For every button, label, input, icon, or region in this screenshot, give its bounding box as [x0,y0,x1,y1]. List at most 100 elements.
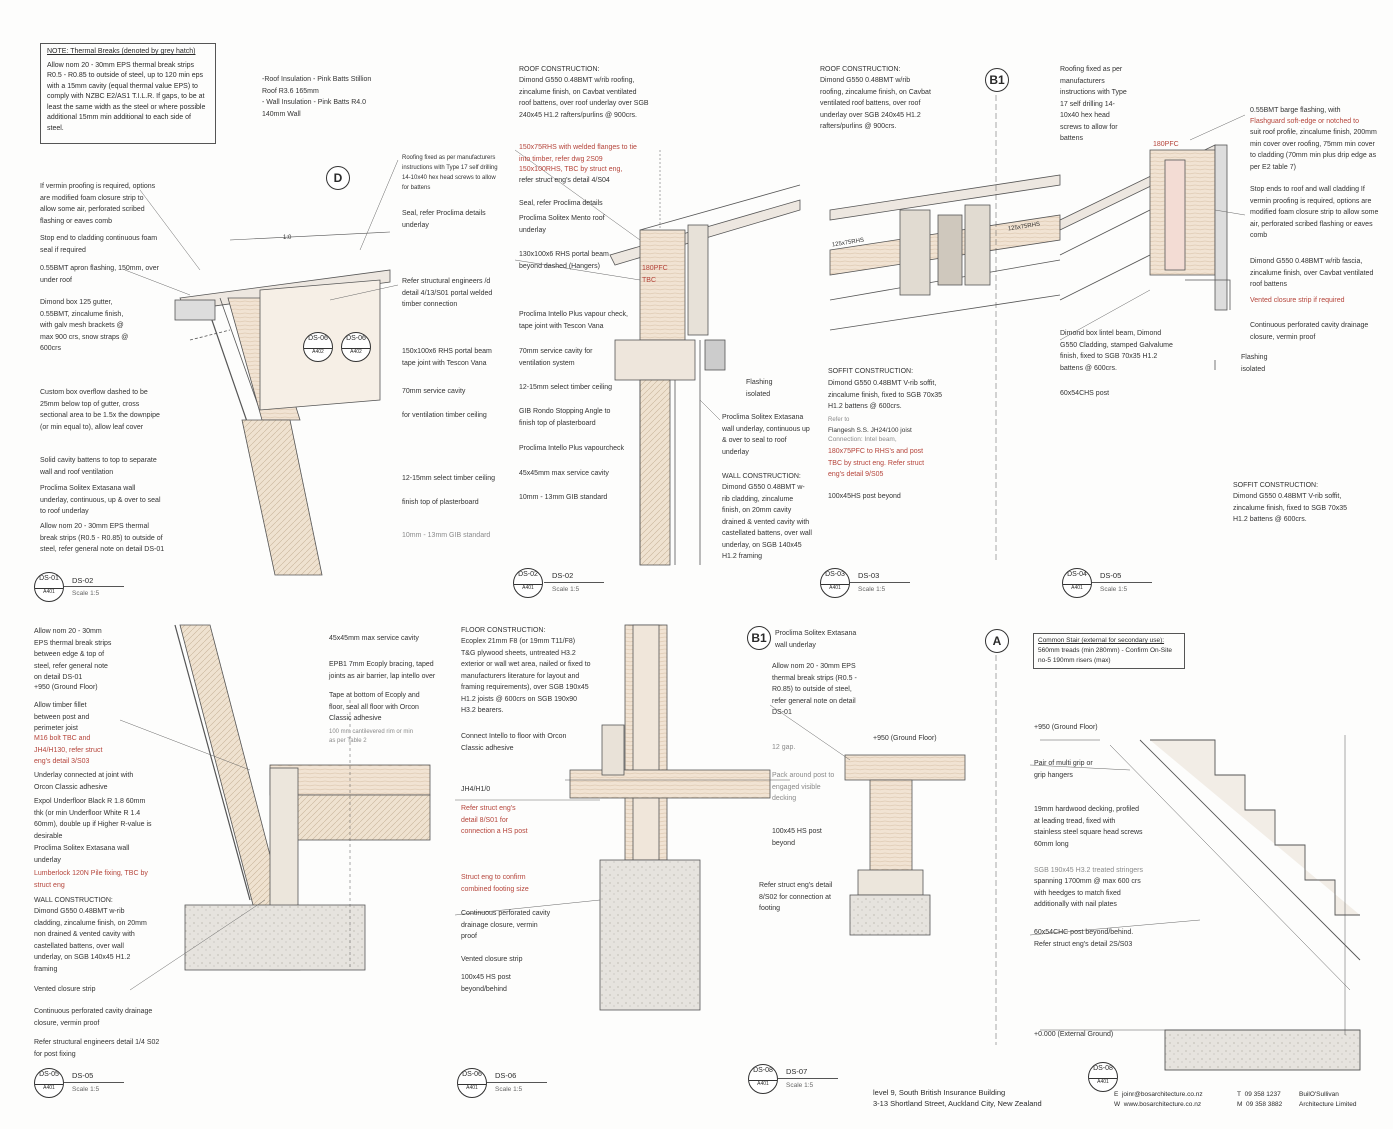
ds03-red-note: 150x100RHS, TBC by struct eng, [519,166,623,173]
title-rule [64,586,124,587]
ds02-label: Seal, refer Proclima details underlay [402,210,486,229]
ds06-floor: Ecoplex 21mm F8 (or 19mm T11/F8) T&G ply… [461,638,591,714]
ds03-label: Seal, refer Proclima details [519,200,603,207]
ds06-label: Vented closure strip [461,956,523,963]
b1-label: Expol Underfloor Black R 1.8 60mm thk (o… [34,798,152,840]
ds03-flashing: Flashing isolated [746,379,773,398]
ds07-label: Proclima Solitex Extasana wall underlay [775,630,857,649]
b1-label: 45x45mm max service cavity [329,635,419,642]
b1-label: +950 (Ground Floor) [34,684,98,691]
ds08-label: spanning 1700mm @ max 600 crs with heedg… [1034,878,1141,908]
b1-label: Proclima Solitex Extasana wall underlay [34,845,130,864]
ds02-label: Refer structural engineers /d detail 4/1… [402,278,493,308]
title-rule [1092,582,1152,583]
web-link[interactable]: www.bosarchitecture.co.nz [1123,1101,1202,1108]
ds07-label: 100x45 HS post beyond [772,828,822,847]
ds07-level: +950 (Ground Floor) [873,735,937,742]
insulation-line: - Wall Insulation - Pink Batts R4.0 [262,99,367,106]
ds02-label: 0.55BMT apron flashing, 150mm, over unde… [40,265,159,284]
ds07-drawing [844,655,997,1045]
ds03-drawing [609,150,801,566]
insulation-line: Roof R3.6 165mm [262,87,319,95]
ds08-label: SGB 190x45 H3.2 treated stringers [1034,867,1143,874]
ds02-label: for ventilation timber ceiling [402,412,487,419]
detail-tag-sheet: A401 [1063,584,1091,591]
detail-title: DS-06 [495,1071,517,1080]
ds02-label: Solid cavity battens to top to separate … [40,457,157,476]
ds05-label: Dimond box lintel beam, Dimond G550 Clad… [1060,330,1173,372]
ds03-label: 130x100x6 RHS portal beam beyond dashed … [519,251,609,270]
ds02-label: If vermin proofing is required, options … [40,183,156,225]
b1-note: 100 mm cantilevered rim or min as per Ta… [329,729,414,744]
detail-tag: DS-03 A401 [820,568,850,598]
email-label: E [1114,1091,1119,1098]
ds03-label: Proclima Solitex Mento roof underlay [519,215,605,234]
detail-tag-sheet: A401 [514,584,542,591]
b1-red-note: M16 bolt TBC and JH4/H130, refer struct … [34,735,103,765]
title-rule [850,582,910,583]
ds02-label: Custom box overflow dashed to be 25mm be… [40,389,160,431]
stair-spec-line: 560mm treads (min 280mm) - Confirm On-Si… [1038,647,1173,654]
address-line: level 9, South British Insurance Buildin… [873,1088,1006,1097]
b1-label: Underlay connected at joint with Orcon C… [34,772,134,791]
ds05-label: 60x54CHS post [1060,390,1110,397]
footer-phones: T 09 358 1237 M 09 358 3882 [1237,1090,1282,1110]
insulation-line: 140mm Wall [262,110,301,118]
ds02-dimension: 1:0 [283,235,292,241]
thermal-break-note: NOTE: Thermal Breaks (denoted by grey ha… [40,43,216,144]
detail-tag-sheet: A401 [821,584,849,591]
detail-tag: DS-06 A401 [457,1068,487,1098]
ds02-drawing [174,231,391,576]
ds03-roof: Dimond G550 0.48BMT w/rib roofing, zinca… [519,77,649,119]
detail-tag-sheet: A401 [35,588,63,595]
ds05-label: 0.55BMT barge flashing, with [1250,107,1341,114]
ds02-label: Dimond box 125 gutter, 0.55BMT, zincalum… [40,299,129,352]
ds05-pfc: 180PFC [1153,141,1179,148]
detail-title: DS-02 [552,571,574,580]
ds06-label: Continuous perforated cavity drainage cl… [461,910,551,940]
ds06-drawing [565,624,790,1011]
ds06-heading: FLOOR CONSTRUCTION: [461,627,546,634]
ds05-red-note: Flashguard soft-edge or notched to [1250,118,1359,125]
footer-firm: BuilO'Sullivan Architecture Limited [1299,1090,1356,1110]
callout-sheet: A402 [304,348,332,355]
firm-name: BuilO'Sullivan [1299,1091,1339,1098]
b1-label: Dimond G550 0.48BMT w-rib cladding, zinc… [34,908,147,973]
ds03-label: GIB Rondo Stopping Angle to finish top o… [519,408,611,427]
ds03-label: 12-15mm select timber ceiling [519,384,612,391]
detail-tag-id: DS-06 [462,1071,482,1078]
ds03-label: 10mm - 13mm GIB standard [519,494,608,501]
footer-address: level 9, South British Insurance Buildin… [873,1087,1042,1109]
ds03-red-note: 150x75RHS with welded flanges to tie int… [519,144,637,163]
ds03-heading: WALL CONSTRUCTION: [722,473,801,480]
ds03-note: refer struct eng's detail 4/S04 [519,177,610,184]
title-rule [778,1078,838,1079]
ds04-heading: SOFFIT CONSTRUCTION: [828,368,914,375]
callout-sheet: A402 [342,348,370,355]
phone-label: M [1237,1101,1243,1108]
ds04-soffit: Dimond G550 0.48BMT V-rib soffit, zincal… [828,380,943,410]
detail-scale: Scale 1:5 [72,590,100,597]
ds06-label: 100x45 HS post beyond/behind [461,974,511,993]
note-body: Allow nom 20 - 30mm EPS thermal break st… [47,61,206,132]
ds02-label: Roofing fixed as per manufacturers instr… [402,155,498,191]
callout-id: DS-06 [308,335,328,342]
ds07-label: Refer struct eng's detail 8/S02 for conn… [759,882,833,912]
detail-scale: Scale 1:5 [72,1086,100,1093]
section-bubble-b1: B1 [985,68,1009,92]
ds08-level: +0.000 (External Ground) [1034,1031,1114,1038]
detail-tag-id: DS-05 [39,1071,59,1078]
email-link[interactable]: joinr@bosarchitecture.co.nz [1121,1091,1203,1098]
detail-title: DS-07 [786,1067,808,1076]
detail-scale: Scale 1:5 [495,1086,523,1093]
ds02-label: Allow nom 20 - 30mm EPS thermal break st… [40,523,165,553]
detail-tag-sheet: A401 [749,1080,777,1087]
ds03-pfc: 180PFC TBC [642,265,668,284]
ds05-label: Flashing isolated [1241,354,1268,373]
title-rule [487,1082,547,1083]
ds04-red-note: 180x75PFC to RHS's and post TBC by struc… [828,448,925,478]
ds-b1-drawing [174,624,431,971]
detail-tag-id: DS-01 [39,575,59,582]
ds06-red-note: Struct eng to confirm combined footing s… [461,874,529,893]
